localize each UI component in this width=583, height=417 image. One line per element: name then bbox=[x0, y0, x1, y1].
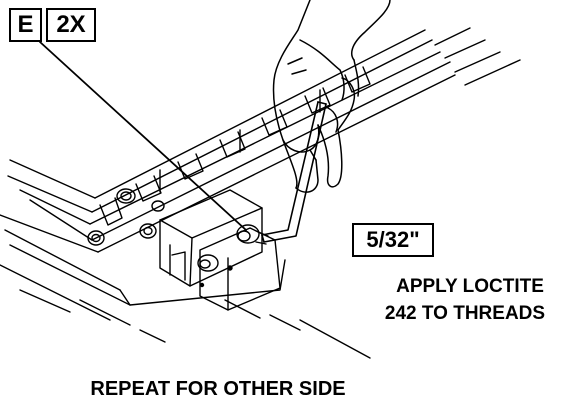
callout-leader-line bbox=[39, 41, 247, 231]
screw-icon bbox=[199, 259, 211, 269]
screw-icon bbox=[143, 226, 153, 236]
repeat-instruction: REPEAT FOR OTHER SIDE bbox=[90, 378, 346, 400]
screw-icon bbox=[91, 233, 101, 243]
screw-holes bbox=[87, 188, 165, 246]
screw-icon bbox=[116, 188, 136, 204]
hand-icon bbox=[272, 0, 391, 193]
screw-icon bbox=[236, 224, 260, 244]
screw-icon bbox=[237, 230, 251, 242]
frame-base bbox=[0, 159, 371, 359]
screw-icon bbox=[139, 223, 157, 239]
hex-key-size-label: 5/32" bbox=[352, 223, 434, 257]
loctite-note-line-1: APPLY LOCTITE bbox=[396, 276, 544, 297]
quantity-callout: 2X bbox=[46, 8, 96, 42]
screw-icon bbox=[151, 200, 165, 212]
hex-key-icon bbox=[261, 101, 327, 243]
set-screws bbox=[197, 224, 269, 288]
screw-icon bbox=[120, 191, 132, 201]
screw-icon bbox=[197, 254, 219, 272]
rail-assembly bbox=[89, 27, 521, 253]
loctite-note-line-2: 242 TO THREADS bbox=[384, 303, 546, 324]
part-letter-callout: E bbox=[9, 8, 42, 42]
